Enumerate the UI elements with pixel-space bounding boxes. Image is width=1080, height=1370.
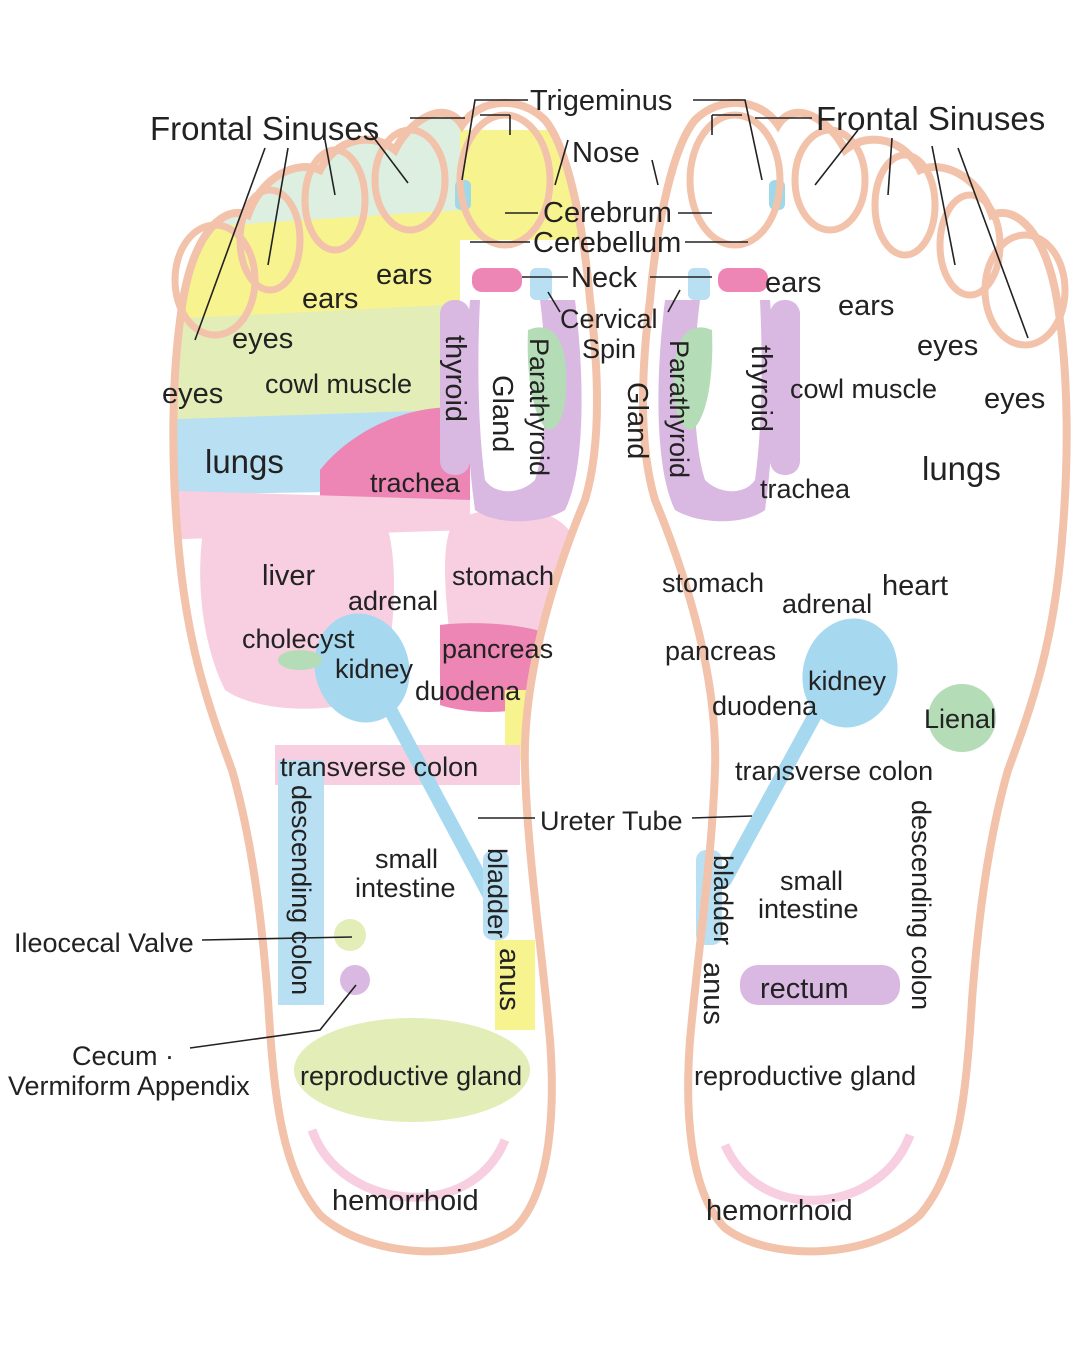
right-label-stomach: stomach	[662, 568, 764, 598]
left-reproductive-zone	[294, 1018, 530, 1122]
left-label-anus: anus	[493, 948, 525, 1011]
left-label-intestine: intestine	[355, 873, 456, 903]
right-foot	[639, 98, 1071, 1256]
left-neck-zone	[472, 268, 522, 292]
left-label-descending-colon: descending colon	[286, 785, 316, 995]
label-cerebellum: Cerebellum	[533, 227, 681, 259]
right-label-ears-2: ears	[765, 267, 821, 299]
right-label-lienal: Lienal	[924, 704, 996, 734]
left-label-parathyroid: Parathyroid	[524, 338, 554, 476]
label-cerebrum: Cerebrum	[543, 197, 672, 229]
right-label-hemorrhoid: hemorrhoid	[706, 1195, 853, 1227]
left-cecum-zone	[340, 965, 370, 995]
right-label-trachea: trachea	[760, 474, 851, 504]
left-label-cowl-muscle: cowl muscle	[265, 369, 412, 399]
label-cecum: Cecum ·	[72, 1041, 174, 1071]
left-label-pancreas: pancreas	[442, 634, 553, 664]
label-spin: Spin	[582, 334, 636, 364]
left-ureter-tube	[378, 693, 499, 907]
right-lienal-zone	[928, 684, 996, 752]
left-label-lungs: lungs	[205, 443, 284, 480]
right-label-anus: anus	[697, 962, 729, 1025]
left-parathyroid-zone	[527, 327, 567, 430]
label-ileocecal-valve: Ileocecal Valve	[14, 928, 194, 958]
right-label-kidney: kidney	[808, 666, 887, 696]
right-label-reproductive-gland: reproductive gland	[694, 1061, 916, 1091]
left-anus-zone	[495, 940, 535, 1030]
left-thyroid-zone	[440, 300, 470, 475]
left-descending-colon-zone	[278, 760, 324, 1005]
left-label-gland: Gland	[486, 375, 518, 452]
label-ureter-tube: Ureter Tube	[540, 806, 683, 836]
left-label-trachea: trachea	[370, 468, 461, 498]
left-hemorrhoid-arc	[307, 1128, 510, 1202]
left-label-ears-2: ears	[376, 259, 432, 291]
left-label-bladder: bladder	[482, 848, 512, 938]
label-vermiform-appendix: Vermiform Appendix	[8, 1071, 250, 1101]
label-nose: Nose	[572, 137, 640, 169]
right-ureter-tube	[718, 708, 822, 887]
right-label-eyes-inner: eyes	[917, 330, 978, 362]
right-label-duodena: duodena	[712, 691, 818, 721]
right-label-descending-colon: descending colon	[906, 800, 936, 1010]
right-label-ears-1: ears	[838, 290, 894, 322]
right-label-small: small	[780, 866, 843, 896]
left-bladder-zone	[483, 850, 509, 940]
left-label-thyroid: thyroid	[439, 335, 471, 422]
label-cervical: Cervical	[560, 304, 658, 334]
left-foot-outline	[169, 98, 601, 1256]
left-trachea-zone	[320, 407, 470, 517]
right-label-eyes-outer: eyes	[984, 383, 1045, 415]
left-label-cholecyst: cholecyst	[242, 624, 355, 654]
left-label-eyes-outer: eyes	[162, 378, 223, 410]
left-ileocecal-zone	[334, 919, 366, 951]
left-label-kidney: kidney	[335, 654, 414, 684]
right-label-lungs: lungs	[922, 450, 1001, 487]
right-label-gland: Gland	[621, 382, 653, 459]
left-ears-band	[173, 210, 460, 330]
right-label-transverse-colon: transverse colon	[735, 756, 933, 786]
left-label-duodena: duodena	[415, 676, 521, 706]
label-frontal-sinuses-right: Frontal Sinuses	[816, 100, 1045, 137]
right-label-pancreas: pancreas	[665, 636, 776, 666]
right-label-intestine: intestine	[758, 894, 859, 924]
left-label-liver: liver	[262, 560, 316, 592]
left-label-hemorrhoid: hemorrhoid	[332, 1185, 479, 1217]
right-label-rectum: rectum	[760, 973, 849, 1005]
right-foot-organs	[639, 98, 1071, 1256]
left-cervical-zone	[530, 268, 552, 300]
left-foot	[169, 98, 601, 1256]
labels: Frontal Sinuses Frontal Sinuses Trigemin…	[8, 85, 1045, 1227]
right-label-parathyroid: Parathyroid	[664, 340, 694, 478]
left-label-transverse-colon: transverse colon	[280, 752, 478, 782]
left-label-ears-1: ears	[302, 283, 358, 315]
left-label-reproductive-gland: reproductive gland	[300, 1061, 522, 1091]
label-trigeminus: Trigeminus	[530, 85, 672, 117]
left-label-stomach: stomach	[452, 561, 554, 591]
right-label-cowl-muscle: cowl muscle	[790, 374, 937, 404]
left-cholecyst-zone	[278, 650, 322, 670]
left-label-small: small	[375, 844, 438, 874]
label-frontal-sinuses-left: Frontal Sinuses	[150, 110, 379, 147]
right-rectum-zone	[740, 965, 900, 1005]
leader-lines	[189, 99, 1029, 1049]
right-label-thyroid: thyroid	[745, 345, 777, 432]
right-label-heart: heart	[882, 570, 948, 602]
left-label-eyes-inner: eyes	[232, 323, 293, 355]
label-neck: Neck	[571, 262, 638, 294]
right-label-bladder: bladder	[708, 855, 738, 945]
right-kidney-zone	[802, 618, 898, 728]
right-label-adrenal: adrenal	[782, 589, 872, 619]
left-label-adrenal: adrenal	[348, 586, 438, 616]
